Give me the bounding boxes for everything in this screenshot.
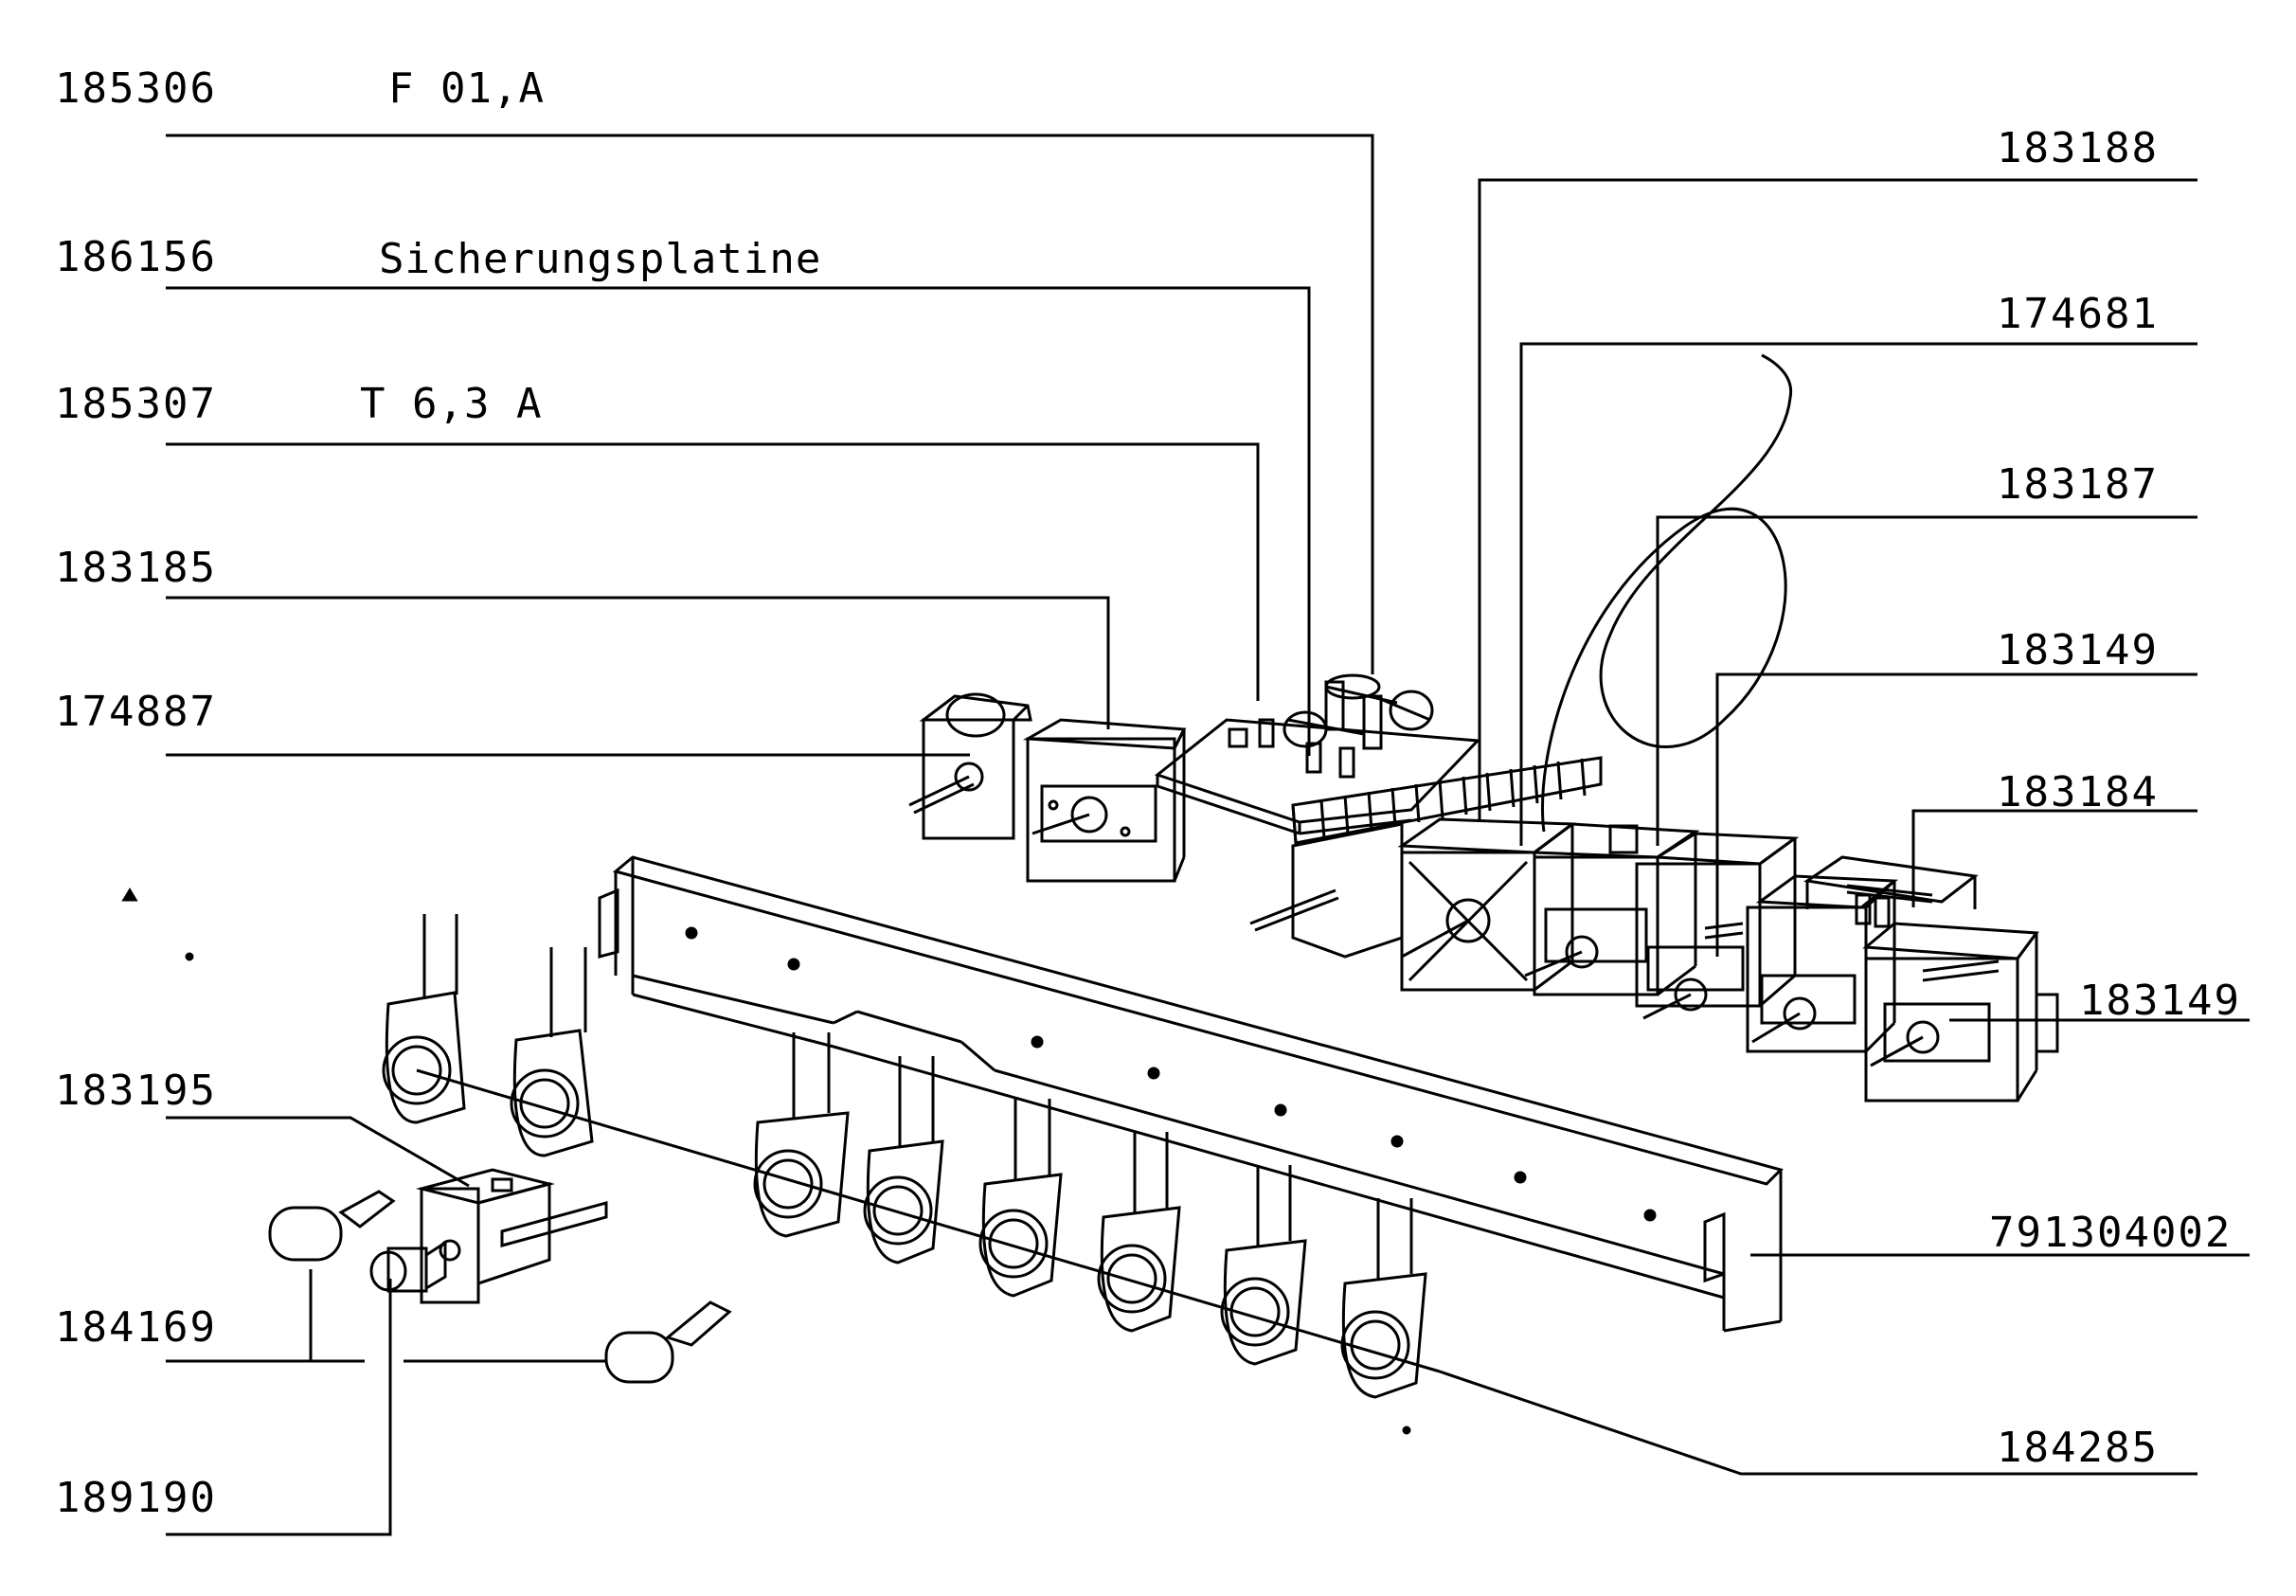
control-panel-rail-791304002 bbox=[598, 855, 1784, 1333]
switch-block-183149-a bbox=[1635, 832, 1800, 1020]
leader-line-185306 bbox=[166, 134, 1374, 674]
indicator-lens-7 bbox=[1220, 1165, 1307, 1366]
leader-line-174681 bbox=[1519, 342, 2197, 846]
leader-line-186156 bbox=[166, 286, 1311, 756]
leader-line-183185 bbox=[166, 596, 1110, 729]
part-number-183195: 183195 bbox=[55, 1067, 217, 1115]
leader-line-183184 bbox=[1911, 809, 2197, 907]
part-number-183149-bottom: 183149 bbox=[2079, 977, 2241, 1025]
leader-line-183195 bbox=[166, 1116, 470, 1188]
part-description-185307: T 6,3 A bbox=[360, 380, 543, 428]
indicator-lens-8 bbox=[1340, 1198, 1427, 1399]
fuse-bottom bbox=[1283, 710, 1365, 748]
leader-line-183187 bbox=[1656, 515, 2197, 846]
lamp-holder-189190 bbox=[369, 1240, 447, 1293]
indicator-lens-1 bbox=[382, 914, 466, 1124]
part-number-174887: 174887 bbox=[55, 688, 217, 736]
fuse-board bbox=[1154, 680, 1481, 835]
switch-block-183149-b bbox=[1746, 874, 1899, 1053]
part-description-185306: F 01,A bbox=[388, 64, 545, 113]
indicator-lens-5 bbox=[978, 1099, 1063, 1298]
leader-line-184169 bbox=[166, 1269, 606, 1363]
indicator-lens-3 bbox=[753, 1032, 850, 1238]
capillary-tube-174681 bbox=[1541, 353, 1793, 833]
leader-line-183188 bbox=[1478, 178, 2197, 822]
part-number-184285: 184285 bbox=[1997, 1424, 2159, 1472]
indicator-lens-4 bbox=[863, 1056, 944, 1264]
rotary-switch-183185 bbox=[1022, 718, 1187, 883]
part-number-183184: 183184 bbox=[1997, 768, 2159, 816]
leader-line-189190 bbox=[166, 1279, 392, 1536]
lamp-switch-183195 bbox=[416, 1168, 608, 1304]
lamp-184169-a bbox=[268, 1190, 396, 1262]
rotary-switch-174887 bbox=[908, 692, 1032, 840]
part-number-183185: 183185 bbox=[55, 544, 217, 592]
part-number-791304002: 791304002 bbox=[1989, 1209, 2233, 1257]
switch-block-183149-c bbox=[1862, 922, 2059, 1103]
part-number-184169: 184169 bbox=[55, 1303, 217, 1352]
lamp-184169-b bbox=[604, 1300, 732, 1384]
part-number-183188: 183188 bbox=[1997, 124, 2159, 172]
indicator-lens-2 bbox=[510, 947, 594, 1157]
fuse-top bbox=[1324, 673, 1434, 731]
lens-axis-line bbox=[416, 1068, 1441, 1373]
part-number-183149-top: 183149 bbox=[1997, 626, 2159, 674]
part-number-185306: 185306 bbox=[55, 64, 217, 113]
switch-block-183184 bbox=[1803, 855, 1979, 928]
part-number-189190: 189190 bbox=[55, 1474, 217, 1522]
connector-rail-183188 bbox=[1249, 756, 1603, 959]
part-number-186156: 186156 bbox=[55, 233, 217, 281]
part-number-174681: 174681 bbox=[1997, 290, 2159, 338]
part-number-183187: 183187 bbox=[1997, 460, 2159, 509]
leader-line-184285 bbox=[1439, 1370, 2197, 1476]
indicator-lens-6 bbox=[1097, 1132, 1181, 1333]
part-description-186156: Sicherungsplatine bbox=[379, 235, 822, 283]
part-number-185307: 185307 bbox=[55, 380, 217, 428]
leader-line-185307 bbox=[166, 442, 1260, 701]
